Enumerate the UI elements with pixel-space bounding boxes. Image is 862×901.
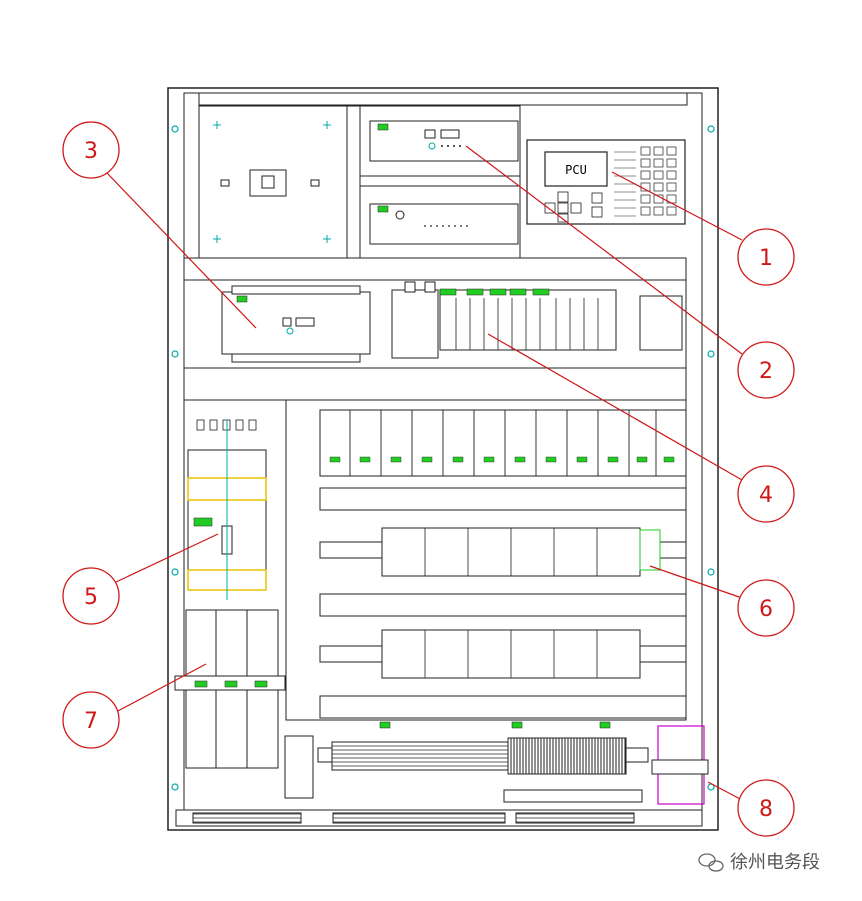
mounting-holes [171, 125, 715, 791]
callout-7-label: 7 [84, 709, 98, 734]
callout-4-label: 4 [759, 483, 773, 508]
watermark: 徐州电务段 [698, 852, 820, 873]
callout-3-label: 3 [84, 139, 98, 164]
callout-5: 5 [62, 567, 120, 625]
callout-2: 2 [737, 341, 795, 399]
callout-1: 1 [737, 228, 795, 286]
pcu-label: PCU [565, 163, 587, 177]
left-column [174, 419, 286, 769]
callout-2-label: 2 [759, 359, 773, 384]
terminal-area [284, 721, 709, 805]
middle-plate [183, 279, 687, 401]
callout-8: 8 [737, 779, 795, 837]
callout-6-label: 6 [759, 597, 773, 622]
upper-module-2 [359, 105, 521, 259]
top-left-plate [198, 105, 361, 259]
cable-duct-upper [183, 257, 687, 281]
breaker-area [285, 399, 687, 721]
callout-4: 4 [737, 465, 795, 523]
callout-5-label: 5 [84, 585, 98, 610]
callout-7: 7 [62, 691, 120, 749]
callout-8-label: 8 [759, 797, 773, 822]
callout-3: 3 [62, 121, 120, 179]
watermark-text: 徐州电务段 [730, 852, 820, 873]
callout-6: 6 [737, 579, 795, 637]
pcu-panel: PCU [526, 139, 686, 225]
callout-leaders [105, 145, 743, 801]
bottom-terminal-bar [175, 809, 703, 827]
callout-1-label: 1 [759, 246, 773, 271]
wechat-icon [698, 853, 724, 872]
